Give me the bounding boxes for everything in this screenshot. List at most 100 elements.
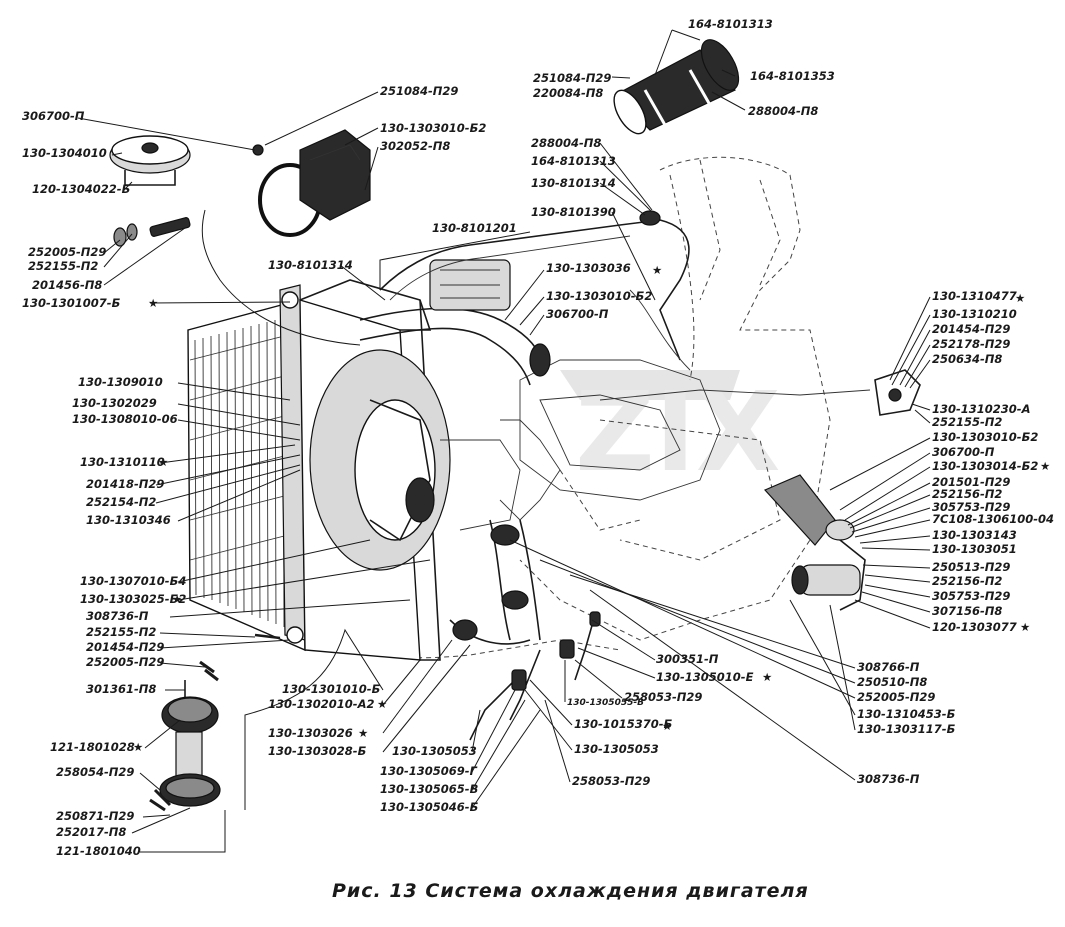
label-l43: 252156-П2	[932, 487, 1002, 501]
label-l46: 130-1303143	[932, 528, 1017, 542]
label-l22-star: ★	[652, 263, 662, 277]
label-l5: 288004-П8	[748, 104, 818, 118]
radiator-cap	[109, 135, 191, 186]
label-l15: 130-8101390	[531, 205, 616, 219]
fan-belt-tensioner	[149, 680, 221, 812]
label-l74: 130-1303028-Б	[268, 744, 367, 758]
label-l19: 201456-П8	[32, 278, 102, 292]
label-l72-star: ★	[377, 697, 387, 711]
hose-clamp-upper	[252, 129, 371, 237]
label-l44: 305753-П29	[932, 500, 1010, 514]
label-l62: 258053-П29	[624, 690, 702, 704]
label-l60: 300351-П	[656, 652, 719, 666]
label-l32: 130-1308010-06	[72, 412, 178, 426]
label-l54: 130-1303025-Б2	[80, 592, 186, 606]
label-l63: 130-1305055-В	[567, 698, 644, 708]
label-l85: 121-1801040	[56, 844, 141, 858]
label-l29: 250634-П8	[932, 352, 1002, 366]
fan-assembly	[309, 349, 521, 571]
label-l77: 130-1305065-В	[380, 782, 479, 796]
label-l45: 7С108-1306100-04	[932, 512, 1054, 526]
label-l20-star: ★	[148, 296, 158, 310]
label-l55: 308736-П	[86, 609, 149, 623]
label-l22: 130-1303036	[546, 261, 631, 275]
label-l69: 130-1310453-Б	[857, 707, 956, 721]
label-l52-star: ★	[1020, 620, 1030, 634]
label-l23: 130-1303010-Б2	[546, 289, 652, 303]
label-l64: 130-1015370-Б	[574, 717, 673, 731]
upper-hose	[359, 259, 551, 386]
label-l72: 130-1302010-А2	[268, 697, 374, 711]
label-l47: 130-1303051	[932, 542, 1017, 556]
heater-tap	[599, 369, 921, 416]
label-l48: 250513-П29	[932, 560, 1010, 574]
label-l40: 252154-П2	[86, 495, 156, 509]
figure-caption: Рис. 13 Система охлаждения двигателя	[332, 880, 809, 902]
label-l52: 120-1303077	[932, 620, 1017, 634]
heater-hose-top	[613, 39, 740, 135]
label-l26: 130-1310210	[932, 307, 1017, 321]
label-l61-star: ★	[762, 670, 772, 684]
label-l14: 130-8101314	[531, 176, 616, 190]
label-l13: 164-8101313	[531, 154, 616, 168]
label-l25-star: ★	[1015, 291, 1025, 305]
label-l3: 220084-П8	[533, 86, 603, 100]
label-l81: 121-1801028	[50, 740, 135, 754]
label-l65: 130-1305053	[574, 742, 659, 756]
label-l35: 130-1303010-Б2	[932, 430, 1038, 444]
label-l31: 130-1302029	[72, 396, 157, 410]
label-l83: 250871-П29	[56, 809, 134, 823]
label-l76: 130-1305069-Г	[380, 764, 478, 778]
label-l41: 130-1310346	[86, 513, 171, 527]
lower-hose	[449, 519, 541, 645]
label-l56: 252155-П2	[86, 625, 156, 639]
label-l6: 251084-П29	[380, 84, 458, 98]
label-l38: 130-1310110	[80, 455, 165, 469]
label-l73-star: ★	[358, 726, 368, 740]
label-l51: 307156-П8	[932, 604, 1002, 618]
label-l66: 308766-П	[857, 660, 920, 674]
leader-lines	[77, 29, 931, 853]
label-l53: 130-1307010-Б4	[80, 574, 186, 588]
label-l75: 130-1305053	[392, 744, 477, 758]
label-l30: 130-1309010	[78, 375, 163, 389]
label-l7: 306700-П	[22, 109, 85, 123]
part-labels: 164-8101313 251084-П29 220084-П8 164-810…	[22, 17, 1054, 858]
label-l70: 130-1303117-Б	[857, 722, 956, 736]
label-l8: 130-1303010-Б2	[380, 121, 486, 135]
label-l27: 201454-П29	[932, 322, 1010, 336]
label-l80: 308736-П	[857, 772, 920, 786]
label-l71: 130-1301010-Б	[282, 682, 381, 696]
label-l37-star: ★	[1040, 459, 1050, 473]
watermark: ZIX	[560, 368, 781, 496]
sensor-assembly	[763, 474, 866, 611]
label-l36: 306700-П	[932, 445, 995, 459]
label-l1: 164-8101313	[688, 17, 773, 31]
label-l64-star: ★	[662, 719, 672, 733]
label-l34: 252155-П2	[932, 415, 1002, 429]
label-l2: 251084-П29	[533, 71, 611, 85]
watermark-text: ZIX	[575, 368, 781, 496]
label-l73: 130-1303026	[268, 726, 353, 740]
label-l11: 120-1304022-Б	[32, 182, 131, 196]
label-l61: 130-1305010-Е	[656, 670, 754, 684]
label-l42: 201501-П29	[932, 475, 1010, 489]
label-l24: 306700-П	[546, 307, 609, 321]
label-l59: 301361-П8	[86, 682, 156, 696]
label-l82: 258054-П29	[56, 765, 134, 779]
label-l33: 130-1310230-А	[932, 402, 1030, 416]
label-l39: 201418-П29	[86, 477, 164, 491]
label-l17: 252005-П29	[28, 245, 106, 259]
label-l58: 252005-П29	[86, 655, 164, 669]
label-l50: 305753-П29	[932, 589, 1010, 603]
bolt-set	[113, 217, 191, 247]
drain-taps	[469, 611, 601, 741]
label-l79: 258053-П29	[572, 774, 650, 788]
small-pins	[199, 633, 281, 682]
label-l9: 302052-П8	[380, 139, 450, 153]
label-l16: 130-8101201	[432, 221, 517, 235]
label-l10: 130-1304010	[22, 146, 107, 160]
label-l57: 201454-П29	[86, 640, 164, 654]
